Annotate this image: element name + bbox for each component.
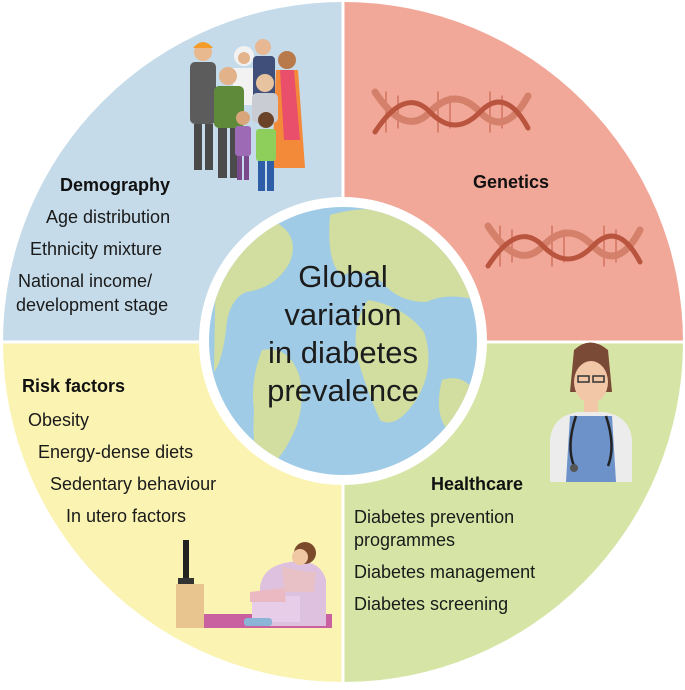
healthcare-item: Diabetes management bbox=[354, 562, 536, 582]
dna-helix-icon bbox=[371, 88, 644, 269]
risk-factors-title: Risk factors bbox=[22, 376, 126, 396]
center-title: Global variation in diabetes prevalence bbox=[243, 258, 443, 410]
demography-item: Ethnicity mixture bbox=[30, 239, 163, 259]
healthcare-title: Healthcare bbox=[431, 474, 524, 494]
demography-item: development stage bbox=[16, 295, 169, 315]
center-title-line: in diabetes bbox=[268, 335, 418, 370]
center-title-line: prevalence bbox=[267, 373, 419, 408]
center-title-line: variation bbox=[284, 297, 402, 332]
demography-item: Age distribution bbox=[46, 207, 171, 227]
risk-factors-item: Sedentary behaviour bbox=[50, 474, 217, 494]
risk-factors-item: In utero factors bbox=[66, 506, 187, 526]
healthcare-item: Diabetes screening bbox=[354, 594, 509, 614]
doctor-stethoscope-icon bbox=[550, 342, 632, 482]
healthcare-item: programmes bbox=[354, 530, 456, 550]
center-title-line: Global bbox=[298, 259, 388, 294]
family-group-icon bbox=[190, 39, 305, 191]
risk-factors-item: Energy-dense diets bbox=[38, 442, 194, 462]
genetics-title: Genetics bbox=[473, 172, 550, 192]
demography-title: Demography bbox=[60, 175, 171, 195]
tv-armchair-person-icon bbox=[176, 540, 332, 628]
demography-item: National income/ bbox=[18, 271, 153, 291]
risk-factors-item: Obesity bbox=[28, 410, 90, 430]
healthcare-item: Diabetes prevention bbox=[354, 507, 515, 527]
